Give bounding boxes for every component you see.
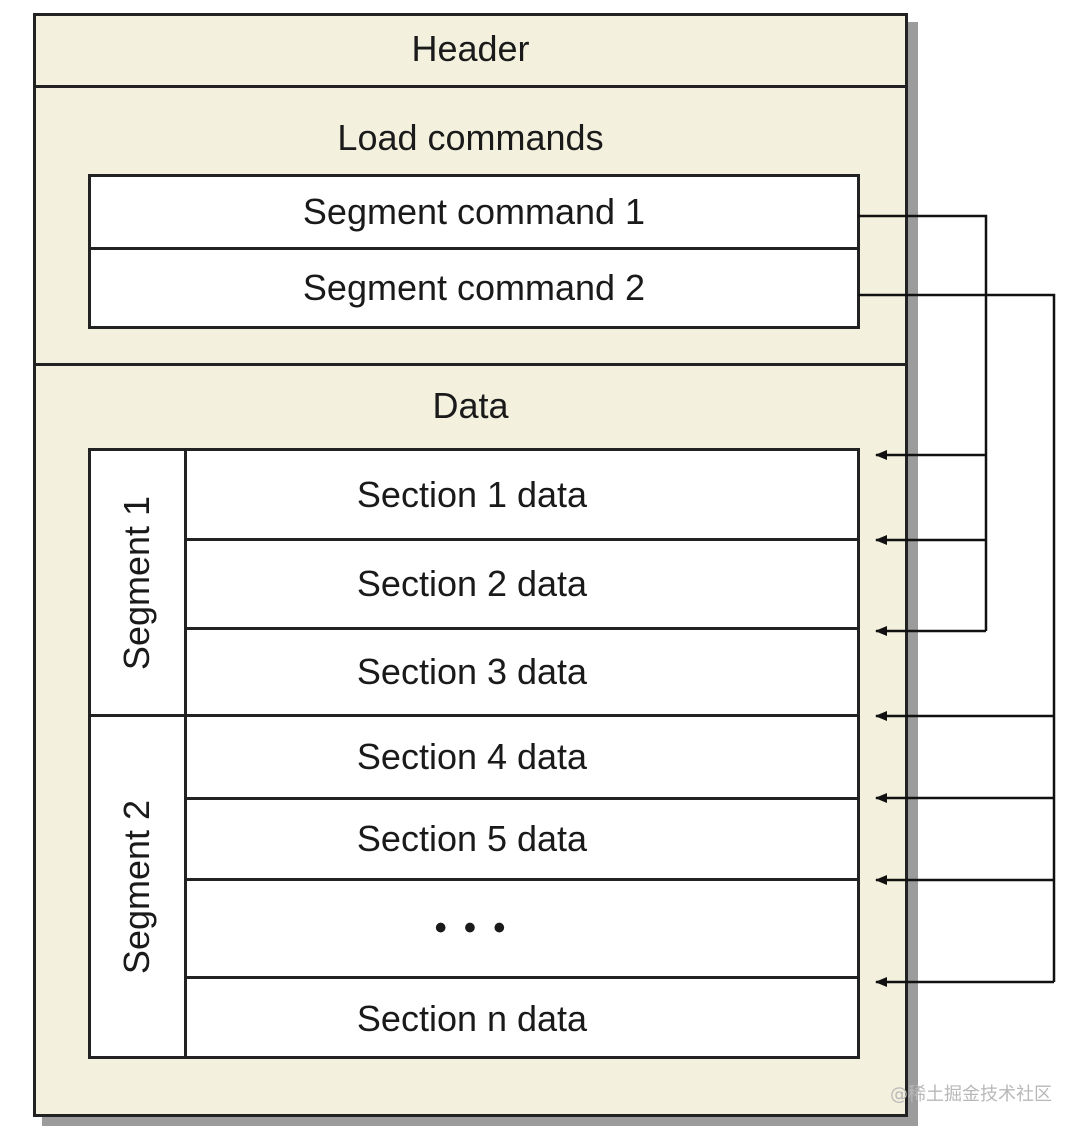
segment-command-1: Segment command 1 — [302, 191, 646, 232]
segment-command-divider — [88, 247, 860, 250]
segment-divider — [91, 714, 857, 717]
data-box — [88, 448, 860, 1059]
section-4-data: Section 4 data — [356, 736, 588, 777]
section-divider — [187, 878, 857, 881]
segment-command-2: Segment command 2 — [302, 267, 646, 308]
segment-2-bus — [858, 293, 1056, 982]
section-divider — [187, 797, 857, 800]
data-label: Data — [432, 385, 509, 426]
section-divider — [187, 976, 857, 979]
section-3-data: Section 3 data — [356, 651, 588, 692]
section-divider — [187, 627, 857, 630]
section-n-data: Section n data — [356, 998, 588, 1039]
section-2-data: Section 2 data — [356, 563, 588, 604]
load-commands-divider — [33, 363, 908, 366]
section-ellipsis: • • • — [434, 909, 510, 947]
watermark: @稀土掘金技术社区 — [890, 1084, 1052, 1105]
section-1-data: Section 1 data — [356, 473, 588, 515]
section-5-data: Section 5 data — [356, 818, 588, 859]
header-label: Header — [411, 28, 530, 69]
section-divider — [187, 538, 857, 541]
segment-column-divider — [184, 451, 187, 1056]
header-divider — [33, 85, 908, 88]
load-commands-label: Load commands — [337, 117, 604, 158]
segment-1-bus — [858, 214, 988, 631]
load-commands-box — [88, 174, 860, 329]
